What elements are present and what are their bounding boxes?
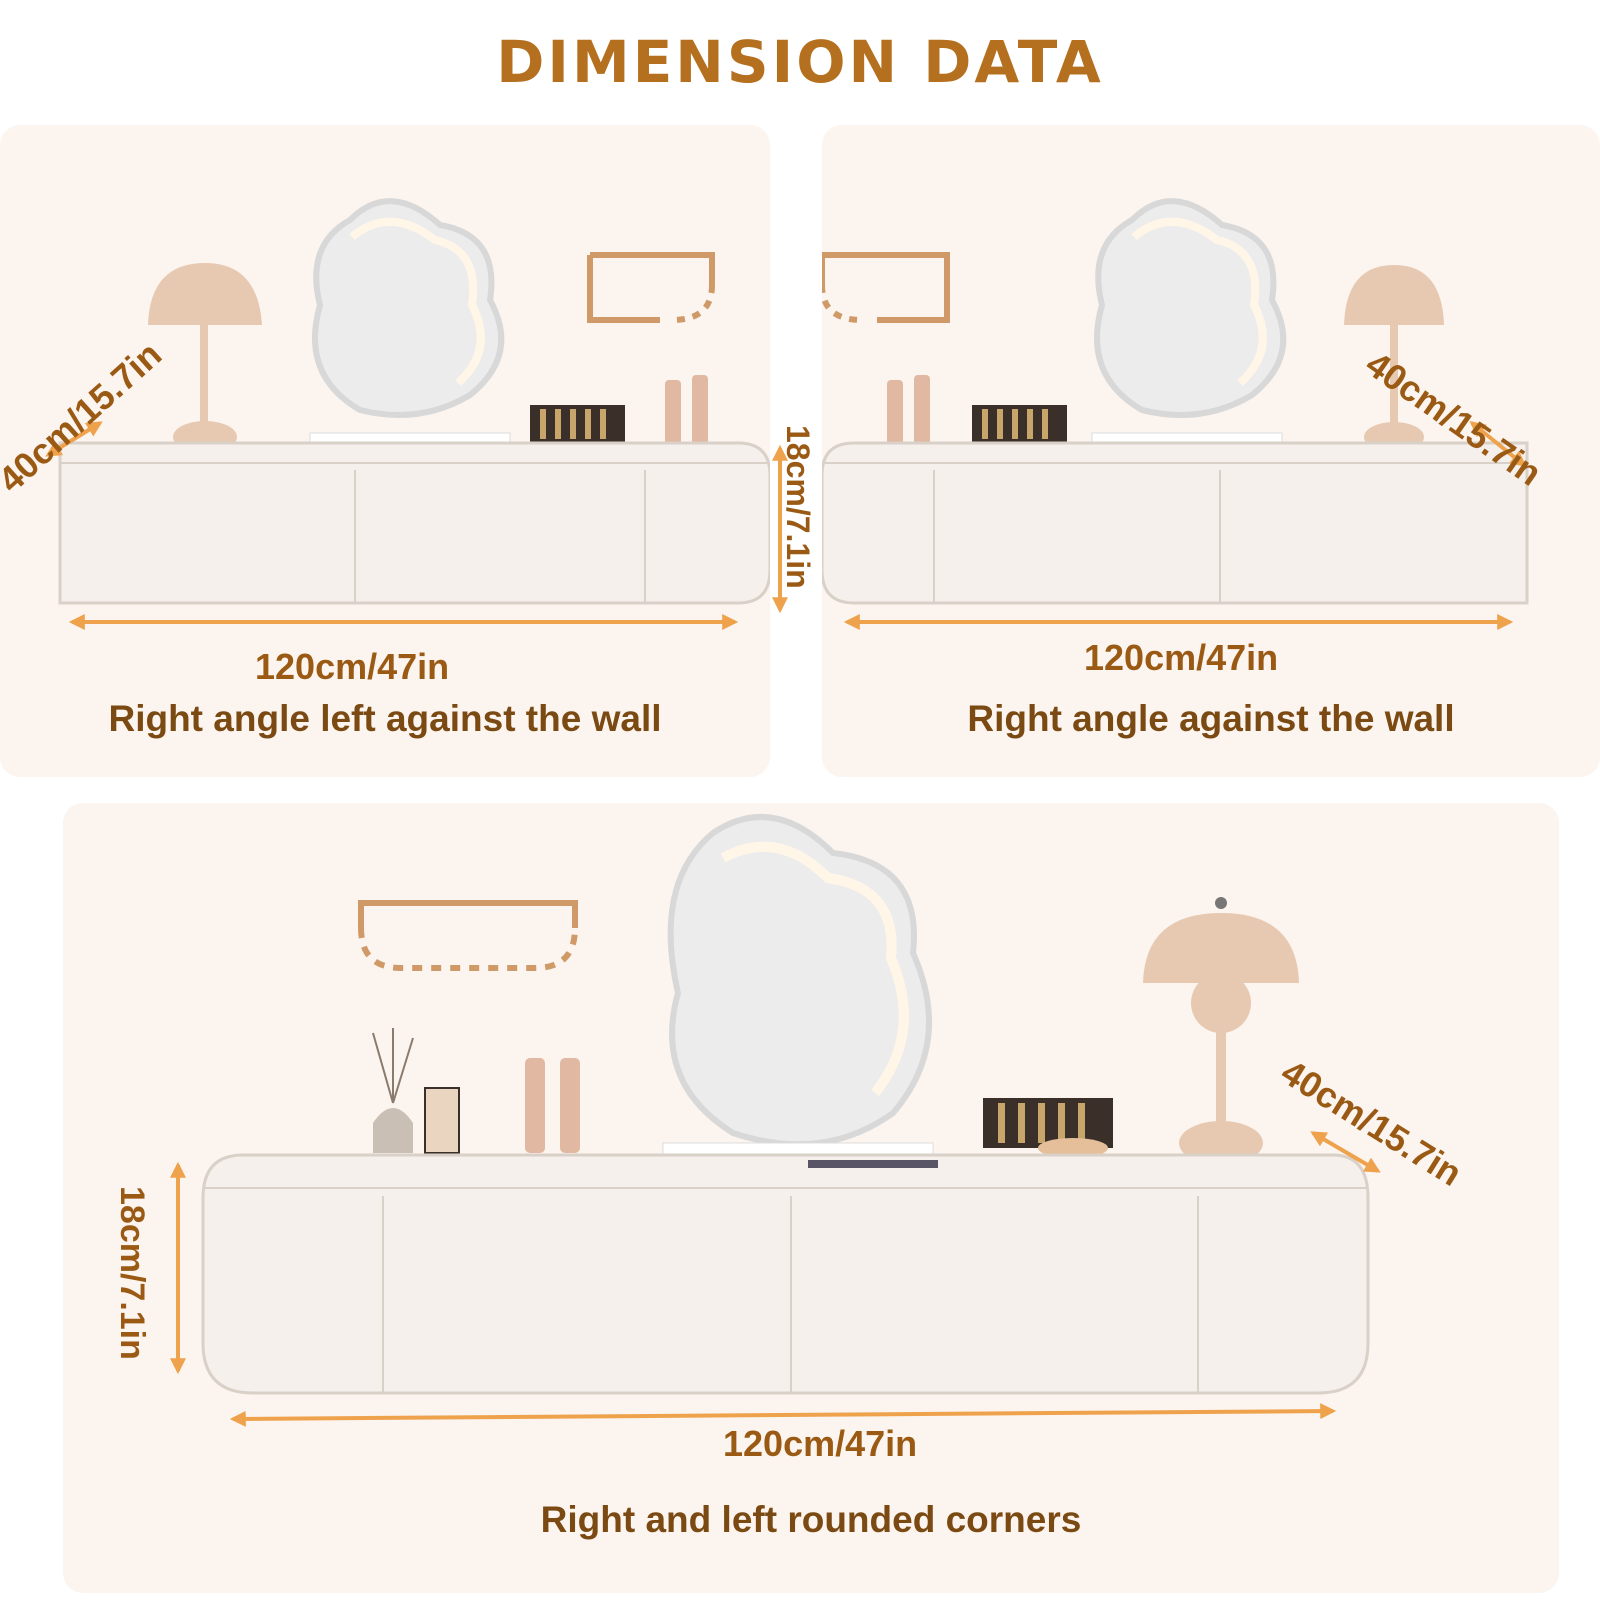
- depth-arrow: [1469, 420, 1527, 468]
- depth-arrow: [45, 421, 103, 457]
- vanity-illustration: [170, 814, 1381, 1427]
- lamp-icon: [1143, 897, 1299, 1165]
- cosmetics-icon: [372, 1028, 1113, 1158]
- panel-rounded-corners: 18cm/7.1in 40cm/15.7in 120cm/47in Right …: [63, 803, 1559, 1593]
- lamp-icon: [148, 263, 262, 453]
- caption: Right and left rounded corners: [540, 1499, 1082, 1540]
- height-arrow: [772, 444, 788, 614]
- height-label: 18cm/7.1in: [113, 1186, 151, 1360]
- mirror-icon: [309, 198, 511, 446]
- page-title: DIMENSION DATA: [496, 28, 1104, 96]
- cabinet-icon: [58, 441, 770, 605]
- panel-right-angle-left: 40cm/15.7in 120cm/47in Right angle left …: [0, 125, 770, 777]
- caption: Right angle against the wall: [967, 698, 1455, 739]
- caption: Right angle left against the wall: [108, 698, 662, 739]
- mirror-icon: [662, 814, 934, 1159]
- width-label: 120cm/47in: [1084, 637, 1279, 678]
- cabinet-icon: [822, 441, 1529, 605]
- panel-right-angle: 40cm/15.7in 120cm/47in Right angle again…: [822, 125, 1600, 777]
- width-label: 120cm/47in: [255, 646, 450, 687]
- corner-shape-icon: [587, 252, 715, 323]
- width-arrow: [229, 1403, 1337, 1427]
- corner-shape-icon: [822, 252, 950, 323]
- vanity-illustration: [45, 198, 770, 630]
- cosmetics-icon: [887, 375, 1067, 445]
- cabinet-icon: [201, 1153, 1370, 1395]
- cosmetics-icon: [530, 375, 708, 445]
- depth-arrow: [1310, 1131, 1381, 1173]
- vanity-illustration: [822, 198, 1529, 630]
- mirror-icon: [1091, 198, 1287, 446]
- width-label: 120cm/47in: [723, 1423, 918, 1464]
- rounded-shape-icon: [358, 900, 578, 971]
